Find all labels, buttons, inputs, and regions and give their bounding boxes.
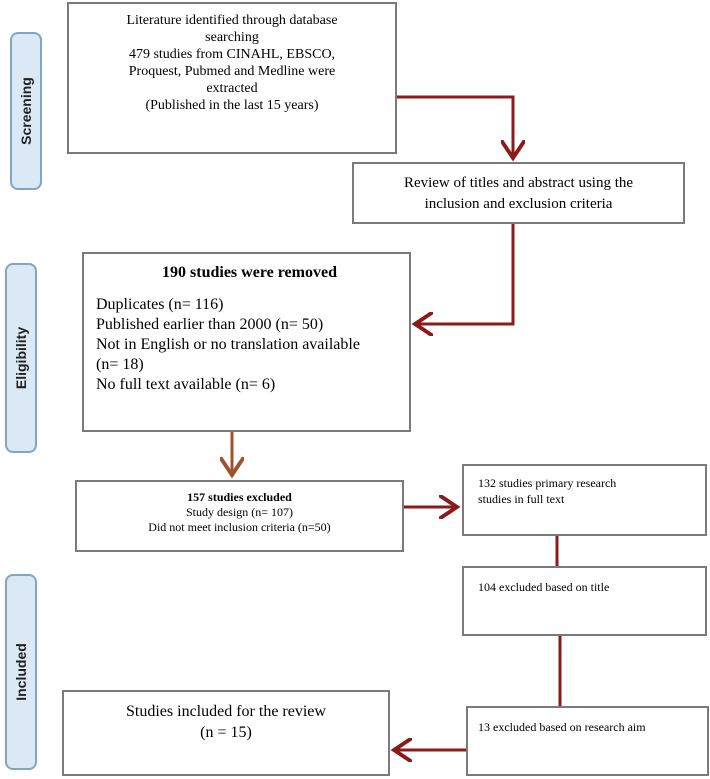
removed-line: (n= 18) — [96, 356, 144, 373]
included-line: Studies included for the review — [126, 703, 326, 720]
removed-line: Published earlier than 2000 (n= 50) — [96, 316, 324, 333]
identified-line: Literature identified through database — [126, 13, 338, 28]
arrow-review-to-removed — [415, 224, 515, 324]
excluded-157-line: Did not meet inclusion criteria (n=50) — [148, 520, 331, 534]
identified-line: (Published in the last 15 years) — [145, 98, 319, 113]
stage-included: Included — [5, 574, 37, 770]
excluded-157-box: 157 studies excluded Study design (n= 10… — [75, 480, 404, 552]
excluded-157-line: Study design (n= 107) — [185, 505, 294, 519]
review-line: Review of titles and abstract using the — [403, 175, 634, 191]
included-line: (n = 15) — [200, 724, 252, 741]
aim-13-box: 13 excluded based on research aim — [466, 706, 709, 776]
review-line: inclusion and exclusion criteria — [424, 196, 613, 212]
identified-line: 479 studies from CINAHL, EBSCO, — [128, 47, 336, 62]
identified-line: extracted — [206, 81, 258, 96]
identified-box: Literature identified through database s… — [67, 2, 397, 154]
removed-line: Duplicates (n= 116) — [96, 296, 224, 313]
excluded-157-title: 157 studies excluded — [187, 490, 292, 504]
aim-13-line: 13 excluded based on research aim — [478, 720, 646, 734]
arrow-identified-to-review — [397, 95, 513, 158]
title-104-line: 104 excluded based on title — [478, 580, 610, 594]
removed-box: 190 studies were removed Duplicates (n= … — [82, 252, 411, 432]
review-box: Review of titles and abstract using the … — [352, 162, 685, 224]
included-box: Studies included for the review (n = 15) — [62, 690, 390, 776]
primary-132-line: 132 studies primary research — [478, 476, 617, 490]
primary-132-box: 132 studies primary research studies in … — [462, 464, 707, 536]
identified-line: Proquest, Pubmed and Medline were — [128, 64, 336, 79]
identified-line: searching — [205, 30, 259, 45]
title-104-box: 104 excluded based on title — [462, 566, 707, 636]
removed-title: 190 studies were removed — [162, 264, 337, 281]
removed-line: Not in English or no translation availab… — [96, 336, 360, 353]
primary-132-line: studies in full text — [478, 492, 565, 506]
stage-screening: Screening — [10, 32, 42, 190]
removed-line: No full text available (n= 6) — [96, 376, 276, 393]
stage-eligibility: Eligibility — [5, 263, 37, 453]
